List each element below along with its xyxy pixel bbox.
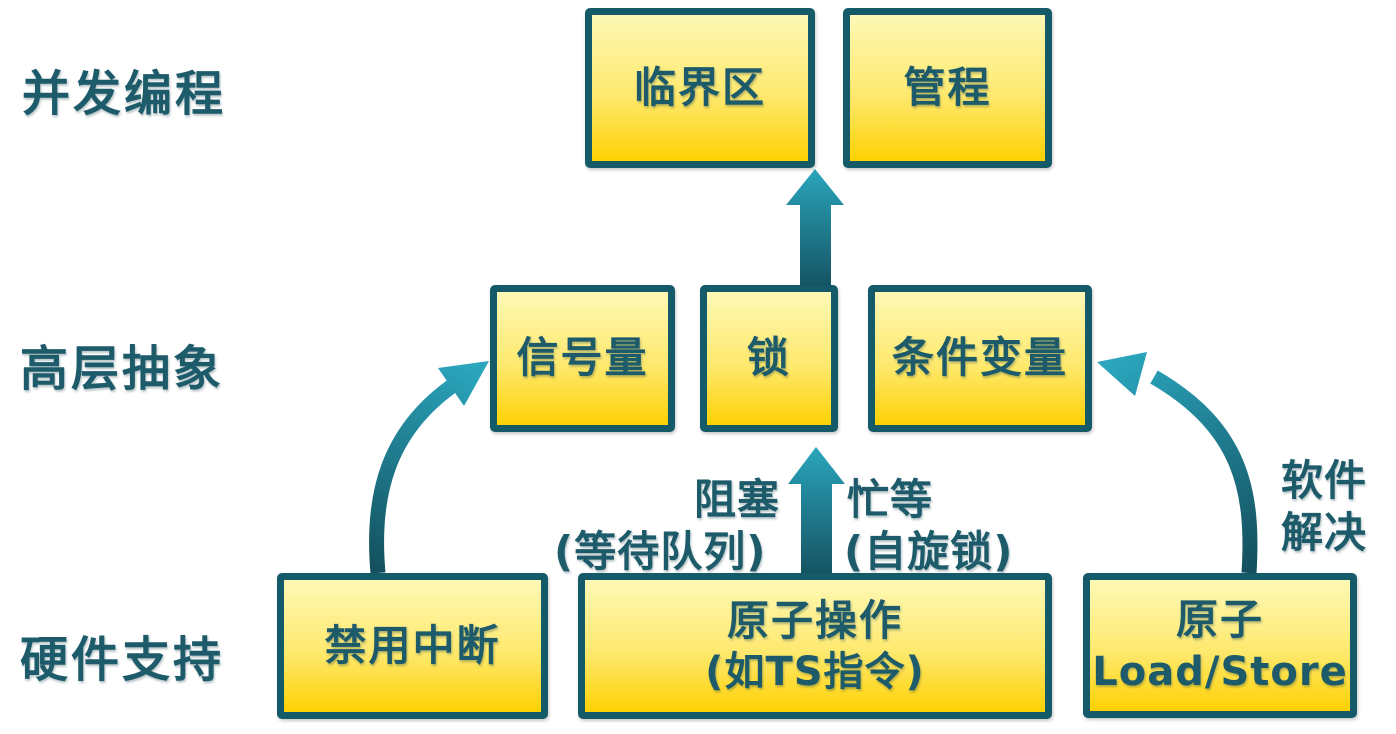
box-atomic-operation: 原子操作 (如TS指令): [578, 573, 1052, 719]
box-atomic-load-store: 原子 Load/Store: [1083, 573, 1357, 718]
arrow-loadstore-to-condition-variable-icon: [1150, 370, 1258, 574]
box-semaphore: 信号量: [490, 285, 675, 432]
box-disable-interrupts-label: 禁用中断: [324, 620, 501, 670]
box-critical-section: 临界区: [585, 8, 815, 168]
note-software-solution-line1: 软件: [1280, 456, 1367, 505]
box-condition-variable: 条件变量: [868, 285, 1092, 432]
note-busy-waiting: 忙等: [847, 475, 934, 524]
box-atomic-load-store-sublabel: Load/Store: [1092, 648, 1348, 695]
box-lock-label: 锁: [746, 333, 791, 383]
box-monitor: 管程: [843, 8, 1052, 168]
box-atomic-load-store-label: 原子: [1175, 595, 1264, 645]
row-label-hardware-support: 硬件支持: [20, 632, 225, 688]
arrow-disable-interrupts-to-semaphore-icon: [369, 379, 457, 574]
arrow-lock-to-critical-section-icon: [786, 169, 844, 292]
note-software-solution: 软件 解决: [1268, 455, 1380, 559]
arrow-atomic-to-lock-icon: [788, 447, 845, 580]
note-blocking: 阻塞: [694, 475, 781, 524]
arrow-disable-interrupts-to-semaphore-head-icon: [438, 361, 489, 406]
box-atomic-operation-sublabel: (如TS指令): [705, 649, 925, 696]
box-lock: 锁: [700, 285, 838, 432]
box-condition-variable-label: 条件变量: [891, 333, 1068, 383]
box-semaphore-label: 信号量: [516, 333, 649, 383]
note-busy-waiting-detail: (自旋锁): [844, 527, 1014, 576]
box-monitor-label: 管程: [903, 62, 992, 112]
box-disable-interrupts: 禁用中断: [277, 573, 548, 719]
note-software-solution-line2: 解决: [1280, 508, 1367, 557]
row-label-high-level-abstraction: 高层抽象: [20, 341, 225, 397]
row-label-concurrent-programming: 并发编程: [22, 66, 227, 122]
note-blocking-detail: (等待队列): [554, 527, 767, 576]
arrow-loadstore-to-condition-variable-head-icon: [1097, 352, 1147, 396]
box-atomic-operation-label: 原子操作: [726, 595, 903, 645]
box-critical-section-label: 临界区: [633, 62, 766, 112]
